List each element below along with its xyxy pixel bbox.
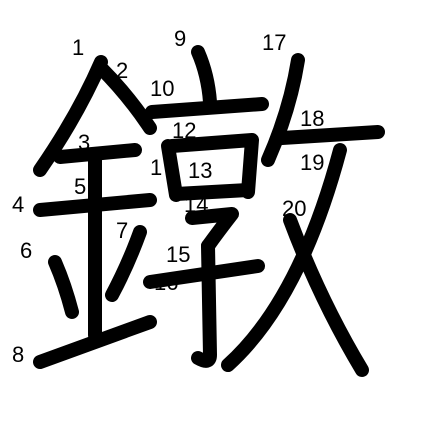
stroke-17 — [261, 53, 305, 167]
stroke-9 — [191, 45, 217, 109]
stroke-19 — [221, 143, 347, 372]
stroke-number-label: 9 — [174, 26, 186, 51]
stroke-number-label: 1 — [150, 155, 162, 180]
stroke-number-label: 17 — [262, 30, 286, 55]
stroke-number-label: 18 — [300, 106, 324, 131]
stroke-2 — [94, 61, 157, 135]
stroke-18 — [275, 125, 385, 145]
stroke-number-label: 14 — [184, 192, 208, 217]
stroke-20 — [283, 213, 369, 377]
stroke-number-label: 12 — [172, 118, 196, 143]
stroke-number-label: 13 — [188, 158, 212, 183]
stroke-number-label: 8 — [12, 342, 24, 367]
stroke-1 — [33, 55, 108, 177]
stroke-number-label: 16 — [154, 270, 178, 295]
stroke-number-label: 5 — [74, 174, 86, 199]
stroke-number-label: 2 — [116, 58, 128, 83]
stroke-12 — [165, 133, 259, 199]
stroke-number-label: 19 — [300, 150, 324, 175]
stroke-number-label: 7 — [116, 218, 128, 243]
stroke-number-label: 6 — [20, 238, 32, 263]
stroke-15 — [191, 239, 217, 368]
stroke-number-label: 20 — [282, 196, 306, 221]
stroke-number-label: 10 — [150, 76, 174, 101]
stroke-13 — [169, 183, 255, 201]
stroke-number-label: 4 — [12, 192, 24, 217]
stroke-number-label: 15 — [166, 242, 190, 267]
stroke-10 — [145, 97, 269, 119]
stroke-number-labels: 1 2 3 4 5 6 7 8 9 10 1 12 13 14 15 16 17… — [12, 26, 324, 367]
stroke-number-label: 3 — [78, 130, 90, 155]
character-strokes — [33, 45, 385, 377]
stroke-7 — [105, 225, 147, 302]
stroke-6 — [48, 255, 79, 319]
stroke-11 — [161, 139, 183, 202]
stroke-number-label: 1 — [72, 35, 84, 60]
stroke-8 — [33, 315, 157, 369]
stroke-16 — [143, 259, 265, 289]
